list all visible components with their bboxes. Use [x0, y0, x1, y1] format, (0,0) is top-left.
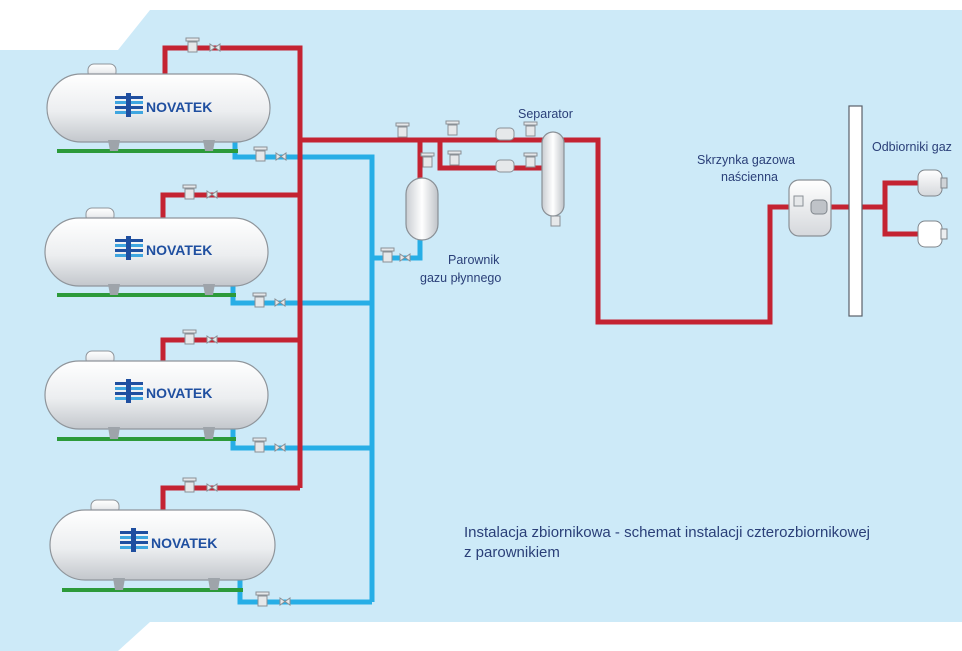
liquid-phase-pipes — [230, 140, 423, 605]
caption-line2: z parownikiem — [464, 544, 560, 561]
wall-gas-box — [788, 179, 832, 237]
gas-box-label-line2: naścienna — [721, 170, 778, 184]
gas-receivers — [917, 169, 948, 248]
receivers-label: Odbiorniki gaz — [872, 140, 952, 154]
valve-icons — [182, 37, 561, 607]
vaporizer-label-line1: Parownik — [448, 253, 500, 267]
separator-label: Separator — [518, 107, 573, 121]
vaporizer — [405, 177, 439, 241]
gas-box-label-line1: Skrzynka gazowa — [697, 153, 795, 167]
tank-brand-label: NOVATEK — [146, 385, 212, 401]
tank-1: NOVATEK — [46, 63, 271, 151]
separator — [541, 131, 565, 217]
novatek-logo-icon — [120, 528, 148, 552]
novatek-logo-icon — [115, 379, 143, 403]
caption-line1: Instalacja zbiornikowa - schemat instala… — [464, 524, 870, 541]
tank-brand-label: NOVATEK — [146, 99, 212, 115]
tank-2: NOVATEK — [44, 207, 269, 295]
background-panel — [0, 10, 962, 651]
tank-brand-label: NOVATEK — [151, 535, 217, 551]
novatek-logo-icon — [115, 236, 143, 260]
tank-brand-label: NOVATEK — [146, 242, 212, 258]
tank-3: NOVATEK — [44, 350, 269, 439]
novatek-logo-icon — [115, 93, 143, 117]
wall — [848, 105, 863, 317]
vaporizer-label-line2: gazu płynnego — [420, 271, 501, 285]
tank-4: NOVATEK — [49, 499, 276, 590]
